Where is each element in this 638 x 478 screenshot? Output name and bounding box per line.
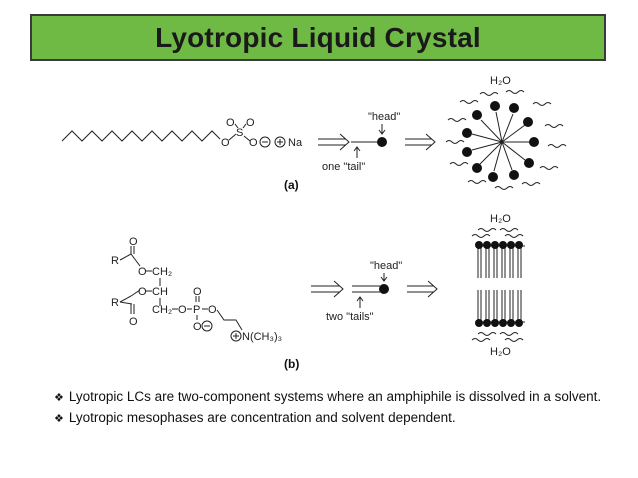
o-label: O — [246, 117, 255, 129]
o-label: O — [138, 266, 147, 278]
bilayer-top — [477, 245, 525, 278]
head-label: "head" — [368, 111, 400, 123]
water-label-bottom: H₂O — [490, 346, 511, 358]
o-label: O — [249, 137, 258, 149]
o-label: O — [129, 316, 138, 328]
head-dot — [379, 284, 389, 294]
caption-b: (b) — [284, 357, 299, 371]
phosphorus-label: P — [193, 304, 200, 316]
o-label: O — [193, 286, 202, 298]
o-label: O — [178, 304, 187, 316]
r-label: R — [111, 255, 119, 267]
r-label: R — [111, 297, 119, 309]
double-arrow — [407, 280, 438, 298]
diamond-bullet-icon: ❖ — [54, 413, 64, 425]
head-label: "head" — [370, 260, 402, 272]
sodium-label: Na — [288, 137, 303, 149]
bullet-item: ❖ Lyotropic mesophases are concentration … — [54, 408, 614, 429]
double-arrow — [405, 133, 436, 151]
title-banner: Lyotropic Liquid Crystal — [30, 14, 606, 61]
tail-label: two "tails" — [326, 311, 374, 323]
head-dot — [377, 137, 387, 147]
bullet-text: Lyotropic mesophases are concentration a… — [68, 410, 456, 425]
amphiphile-figure: O S O O O Na "head" one "tail" — [61, 75, 567, 371]
o-label: O — [221, 137, 230, 149]
slide-title: Lyotropic Liquid Crystal — [155, 21, 481, 53]
water-label-top: H₂O — [490, 213, 511, 225]
ch-label: CH — [152, 286, 168, 298]
bullet-text: Lyotropic LCs are two-component systems … — [68, 389, 602, 404]
bilayer-bottom — [477, 290, 525, 323]
o-label: O — [129, 236, 138, 248]
diamond-bullet-icon: ❖ — [54, 392, 64, 404]
double-arrow — [318, 133, 350, 151]
bullet-list: ❖ Lyotropic LCs are two-component systems… — [54, 387, 614, 429]
panel-b: R O O CH₂ O CH R O CH₂ O P O O O N(CH₃)₃ — [111, 213, 525, 371]
caption-a: (a) — [284, 178, 299, 192]
o-label: O — [208, 304, 217, 316]
alkyl-chain — [61, 130, 221, 142]
o-label: O — [193, 321, 202, 333]
bilayer-heads — [475, 241, 523, 327]
water-label: H₂O — [490, 75, 511, 87]
micelle — [471, 111, 531, 172]
double-arrow — [311, 280, 344, 298]
sulfur-label: S — [236, 127, 243, 139]
bullet-item: ❖ Lyotropic LCs are two-component systems… — [54, 387, 614, 408]
tail-label: one "tail" — [322, 161, 365, 173]
ch2-label: CH₂ — [152, 304, 172, 316]
o-label: O — [226, 117, 235, 129]
panel-a: O S O O O Na "head" one "tail" — [61, 75, 567, 192]
water-waves — [445, 90, 567, 190]
trimethylammonium-label: N(CH₃)₃ — [242, 331, 282, 343]
o-label: O — [138, 286, 147, 298]
ch2-label: CH₂ — [152, 266, 172, 278]
bilayer — [477, 245, 525, 323]
micelle-heads — [462, 101, 539, 182]
